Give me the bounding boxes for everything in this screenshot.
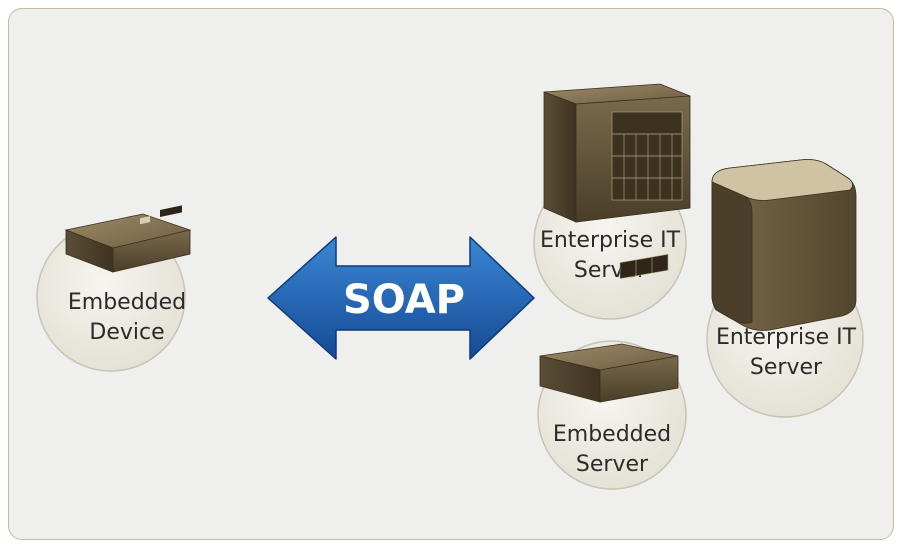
embedded-device-icon	[64, 205, 192, 273]
embedded-server-label-line2: Server	[576, 452, 649, 477]
soap-connector: SOAP	[267, 236, 535, 360]
rack-server-icon	[543, 83, 691, 223]
tower-server-icon	[711, 159, 857, 331]
node-enterprise-server-1: Enterprise IT Server	[533, 83, 691, 320]
embedded-device-label-line2: Device	[89, 320, 164, 345]
soap-double-arrow	[267, 236, 535, 360]
soap-label: SOAP	[343, 277, 465, 323]
node-embedded-device: Embedded Device	[36, 205, 192, 372]
enterprise-server-2-label-line1: Enterprise IT	[716, 325, 857, 350]
embedded-device-label-line1: Embedded	[68, 290, 186, 315]
enterprise-server-1-label-line1: Enterprise IT	[540, 228, 681, 253]
enterprise-server-2-label-line2: Server	[750, 355, 823, 380]
embedded-server-label-line1: Embedded	[553, 422, 671, 447]
embedded-server-icon	[539, 253, 679, 403]
node-embedded-server: Embedded Server	[537, 253, 687, 490]
node-enterprise-server-2: Enterprise IT Server	[706, 159, 864, 418]
